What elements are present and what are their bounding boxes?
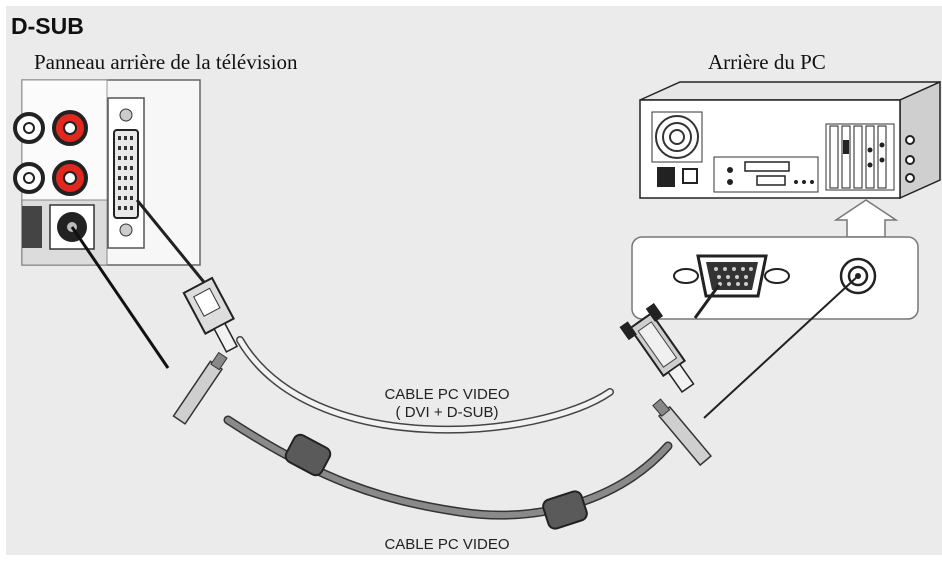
tv-back-label: Panneau arrière de la télévision bbox=[34, 50, 298, 74]
audio-plug-left-icon bbox=[172, 351, 228, 425]
rca-white-bottom-icon bbox=[13, 162, 45, 194]
dsub-plug-icon bbox=[619, 302, 695, 393]
rca-white-top-icon bbox=[13, 112, 45, 144]
pc-fan-icon bbox=[651, 111, 703, 163]
audio-cable bbox=[70, 226, 859, 530]
pc-ports-detail bbox=[631, 236, 919, 320]
ferrite-core-left-icon bbox=[284, 433, 332, 477]
pc-dsub-port-icon bbox=[673, 254, 790, 298]
tv-dvi-port-icon bbox=[107, 97, 145, 249]
pc-back-label: Arrière du PC bbox=[708, 50, 826, 74]
dvi-plug-icon bbox=[182, 276, 239, 353]
ferrite-core-right-icon bbox=[542, 490, 588, 530]
pc-rear-icon bbox=[639, 80, 941, 200]
dvi-dsub-cable-label-line1: CABLE PC VIDEO bbox=[384, 386, 510, 403]
rca-red-top-icon bbox=[52, 110, 88, 146]
zoom-arrow-icon bbox=[833, 199, 899, 238]
audio-plug-right-icon bbox=[652, 398, 712, 467]
pc-expansion-slots-icon bbox=[825, 123, 915, 191]
diagram-heading: D-SUB bbox=[11, 13, 84, 39]
audio-cable-label: CABLE PC VIDEO bbox=[384, 536, 510, 553]
dvi-dsub-cable-label-line2: ( DVI + D-SUB) bbox=[395, 404, 499, 421]
tv-rear-panel bbox=[13, 79, 201, 266]
dvi-dsub-cable bbox=[135, 199, 721, 434]
rca-red-bottom-icon bbox=[52, 160, 88, 196]
